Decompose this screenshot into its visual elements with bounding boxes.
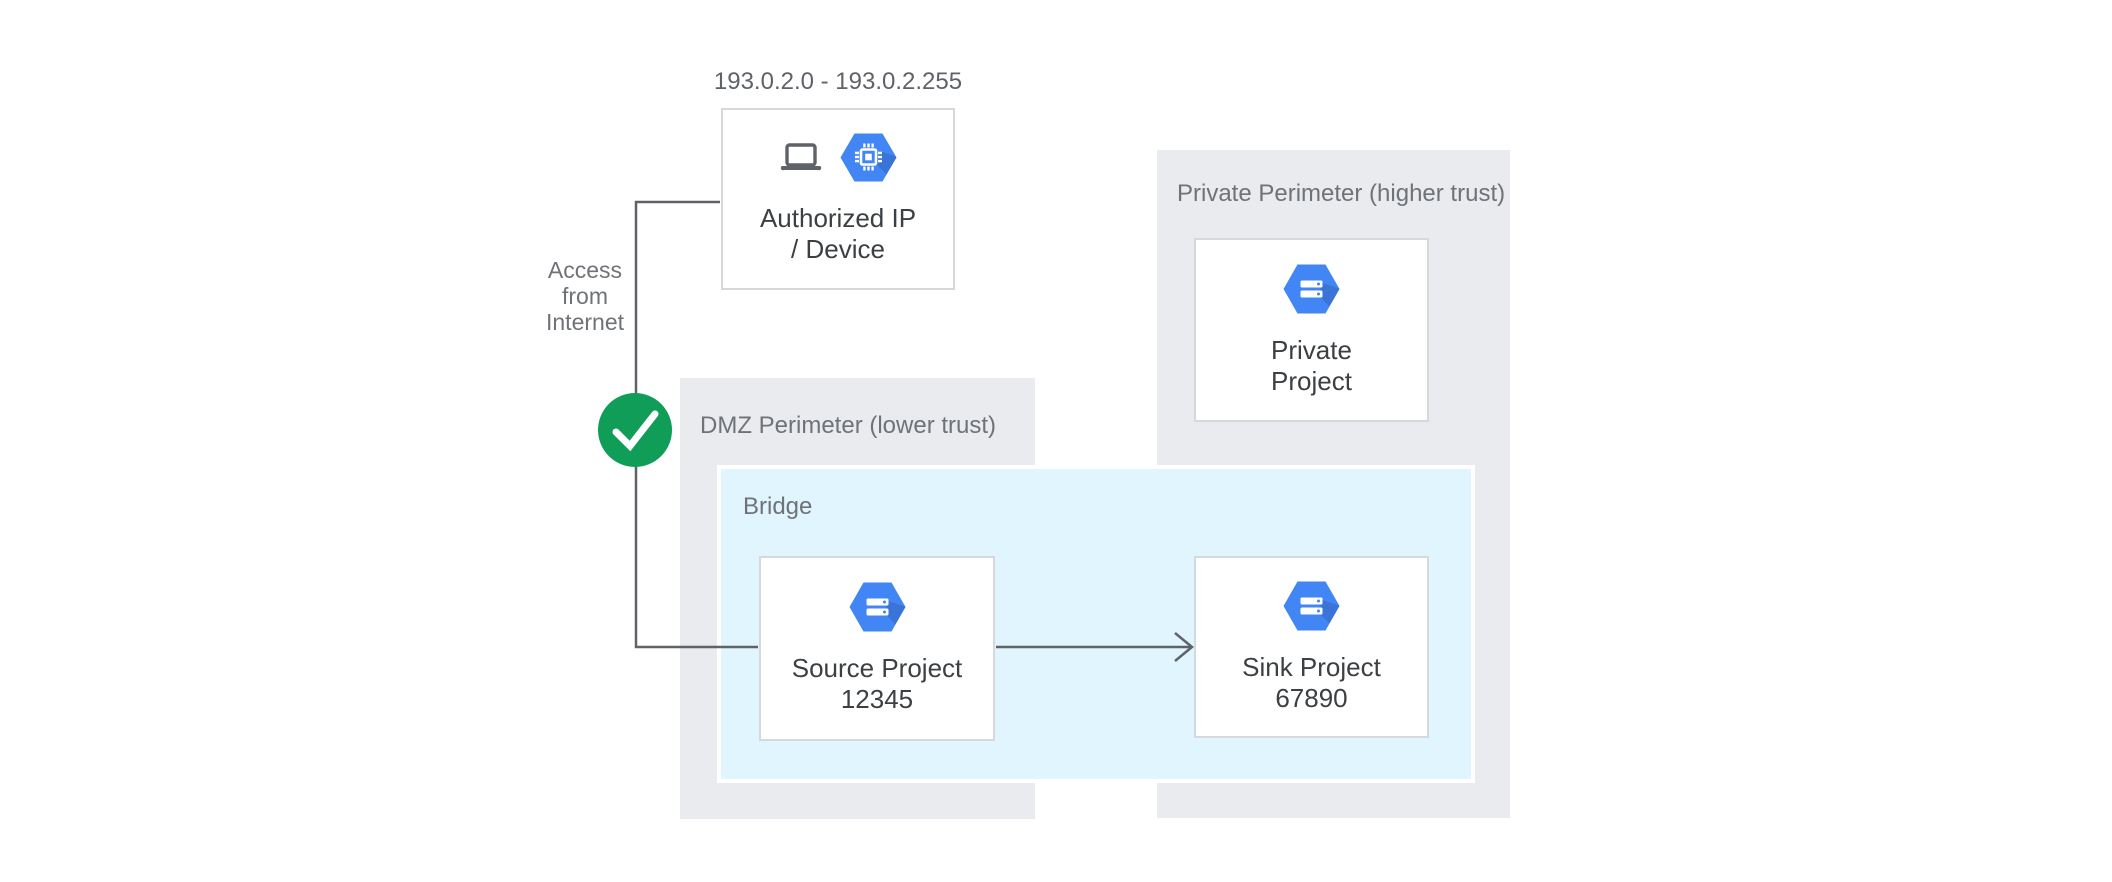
sink-node-id: 67890: [1275, 682, 1348, 713]
source-project-node: Source Project 12345: [759, 556, 995, 741]
sink-node-title: Sink Project 67890: [1242, 652, 1381, 714]
authorized-node-title: Authorized IP / Device: [760, 203, 916, 265]
compute-engine-hexagon-icon: [840, 133, 897, 187]
access-label-line3: Internet: [546, 309, 624, 335]
access-label-line1: Access: [547, 257, 623, 283]
authorized-ip-device-node: Authorized IP / Device: [721, 108, 955, 290]
bridge-label: Bridge: [743, 493, 813, 520]
sink-project-node: Sink Project 67890: [1194, 556, 1429, 738]
ip-range-label: 193.0.2.0 - 193.0.2.255: [713, 68, 963, 95]
authorized-node-icons: [780, 133, 897, 187]
laptop-icon: [780, 143, 822, 177]
project-hexagon-icon: [849, 582, 906, 637]
project-hexagon-icon: [1283, 581, 1340, 636]
private-project-node: Private Project: [1194, 238, 1429, 422]
private-perimeter-label: Private Perimeter (higher trust): [1177, 180, 1506, 207]
source-node-title: Source Project 12345: [792, 653, 963, 715]
private-project-title-line1: Private: [1271, 334, 1352, 365]
project-hexagon-icon: [1283, 264, 1340, 319]
private-project-title: Private Project: [1271, 335, 1352, 397]
authorized-node-title-line1: Authorized IP: [759, 203, 917, 233]
source-node-id: 12345: [840, 684, 914, 714]
access-from-internet-label: Access from Internet: [525, 257, 645, 335]
private-project-title-line2: Project: [1271, 365, 1352, 396]
dmz-perimeter-label: DMZ Perimeter (lower trust): [700, 412, 997, 439]
authorized-node-title-line2: / Device: [791, 234, 885, 264]
sink-node-name: Sink Project: [1242, 651, 1381, 682]
source-node-name: Source Project: [791, 653, 963, 683]
access-label-line2: from: [562, 283, 608, 309]
check-circle-icon: [598, 393, 672, 467]
